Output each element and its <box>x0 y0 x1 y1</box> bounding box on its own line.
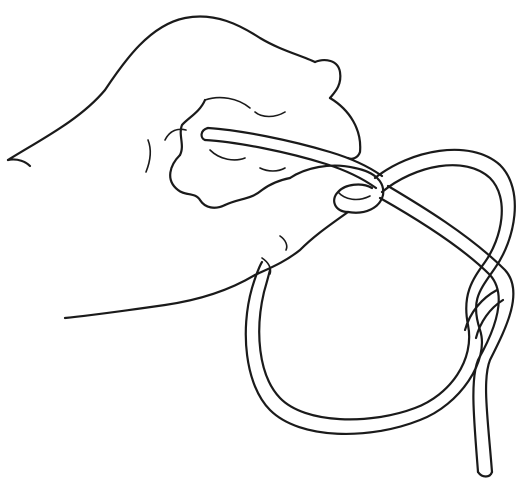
hand <box>8 16 383 318</box>
rope-tail <box>380 186 513 477</box>
